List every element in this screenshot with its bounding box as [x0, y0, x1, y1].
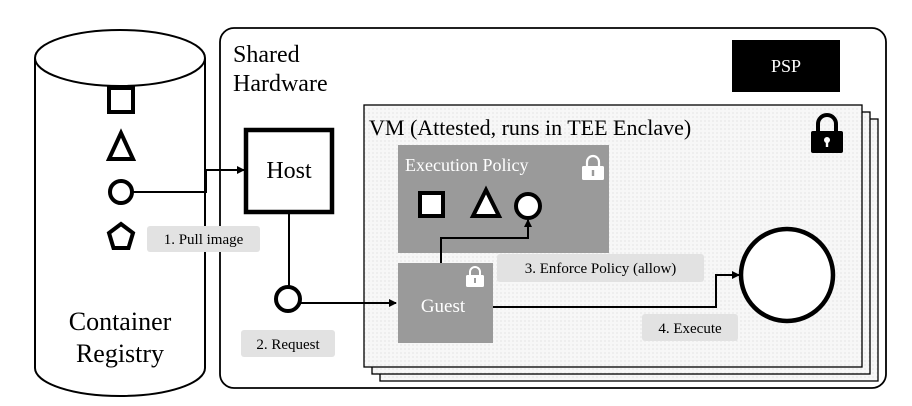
- square-icon: [107, 86, 135, 114]
- lock-icon: [811, 113, 843, 153]
- step-execute-label: 4. Execute: [658, 321, 722, 337]
- square-icon: [418, 191, 445, 218]
- registry-label-line1: Container: [69, 307, 172, 336]
- triangle-icon: [469, 185, 503, 218]
- host-label: Host: [266, 158, 312, 184]
- shared-hardware-label-line2: Hardware: [233, 71, 328, 97]
- lock-icon: [582, 154, 604, 180]
- guest-label: Guest: [421, 296, 466, 317]
- execution-policy-title: Execution Policy: [405, 155, 528, 175]
- shared-hardware-label-line1: Shared: [233, 42, 300, 68]
- step-request: 2. Request: [241, 330, 335, 357]
- step-enforce-policy: 3. Enforce Policy (allow): [497, 254, 704, 282]
- vm-title: VM (Attested, runs in TEE Enclave): [369, 115, 691, 140]
- step-request-label: 2. Request: [256, 337, 320, 353]
- execution-output-circle: [738, 226, 836, 324]
- step-execute: 4. Execute: [642, 314, 738, 341]
- circle-icon: [108, 179, 134, 205]
- registry-label-line2: Registry: [76, 339, 164, 368]
- step-pull-image-label: 1. Pull image: [164, 232, 244, 248]
- psp-label: PSP: [771, 56, 801, 76]
- psp-box: PSP: [732, 40, 840, 92]
- pull-image-arrow: [133, 166, 245, 193]
- step-enforce-policy-label: 3. Enforce Policy (allow): [525, 261, 677, 277]
- triangle-icon: [105, 128, 137, 161]
- lock-icon: [466, 266, 484, 287]
- container-registry: Container Registry: [34, 29, 206, 397]
- enforce-policy-arrow: [440, 219, 532, 263]
- request-node: [274, 285, 302, 313]
- circle-icon: [514, 192, 542, 220]
- execute-arrow: [493, 271, 740, 308]
- step-pull-image: 1. Pull image: [147, 226, 260, 252]
- pentagon-icon: [106, 221, 136, 250]
